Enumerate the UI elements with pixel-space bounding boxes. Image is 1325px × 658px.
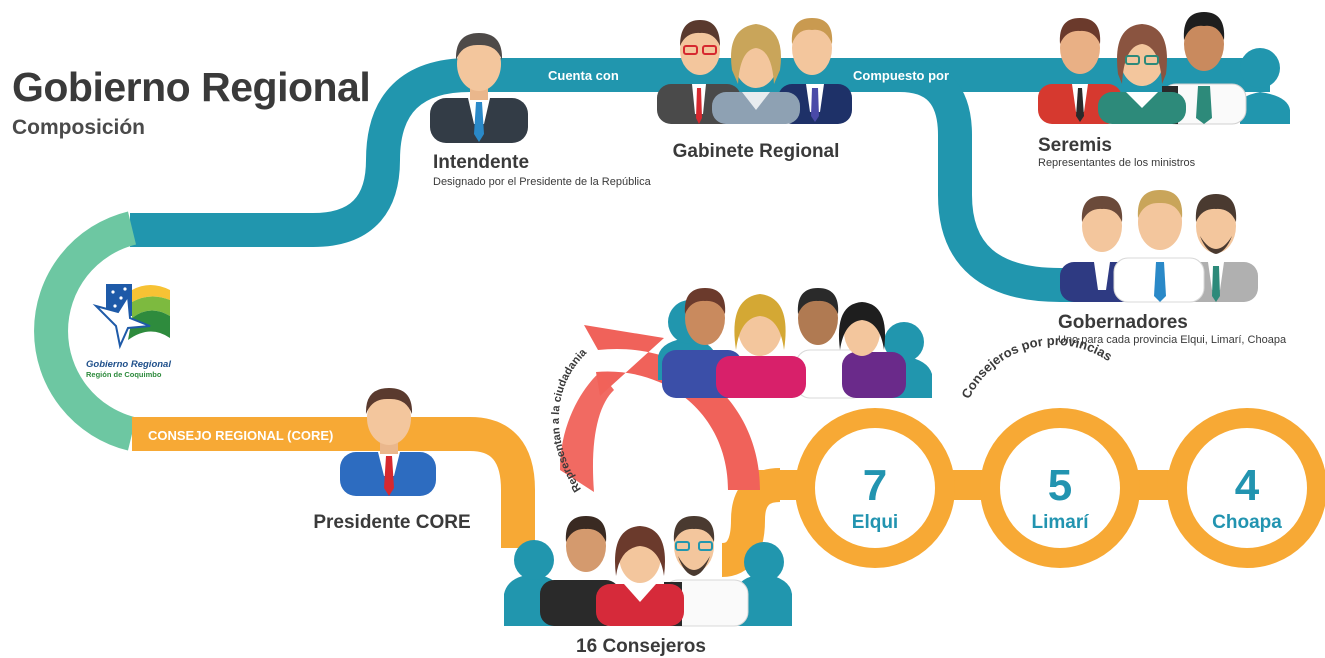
gabinete-icon bbox=[657, 18, 852, 124]
presidente-core-name: Presidente CORE bbox=[313, 512, 471, 533]
ciudadania-icon bbox=[658, 288, 932, 399]
logo-line2: Región de Coquimbo bbox=[86, 370, 162, 379]
path-orange-core bbox=[132, 417, 535, 548]
intendente-icon bbox=[430, 33, 528, 143]
label-compuesto-por: Compuesto por bbox=[853, 68, 949, 83]
intendente-desc: Designado por el Presidente de la Repúbl… bbox=[433, 176, 651, 188]
seremis-desc: Representantes de los ministros bbox=[1038, 157, 1196, 169]
elqui-name: Elqui bbox=[852, 512, 898, 533]
page-subtitle: Composición bbox=[12, 116, 146, 139]
ring-choapa bbox=[1167, 408, 1325, 568]
consejeros-name: 16 Consejeros bbox=[576, 636, 706, 657]
gobernadores-name: Gobernadores bbox=[1058, 312, 1188, 333]
path-teal-branch bbox=[899, 58, 1110, 302]
limari-name: Limarí bbox=[1031, 512, 1089, 533]
elqui-count: 7 bbox=[863, 461, 887, 510]
ring-limari bbox=[980, 408, 1140, 568]
label-consejo-regional: CONSEJO REGIONAL (CORE) bbox=[148, 428, 333, 443]
ring-elqui bbox=[795, 408, 955, 568]
path-teal-top bbox=[130, 58, 1270, 247]
label-cuenta-con: Cuenta con bbox=[548, 68, 619, 83]
gabinete-name: Gabinete Regional bbox=[672, 141, 840, 162]
gobernadores-icon bbox=[1060, 190, 1258, 303]
logo-line1: Gobierno Regional bbox=[86, 359, 171, 370]
presidente-icon bbox=[340, 388, 436, 496]
choapa-count: 4 bbox=[1235, 461, 1260, 510]
gobernadores-desc: Uno para cada provincia Elqui, Limarí, C… bbox=[1058, 334, 1287, 346]
limari-count: 5 bbox=[1048, 461, 1072, 510]
path-green-arc bbox=[34, 211, 137, 451]
arrow-left-body bbox=[560, 372, 614, 492]
arrow-representan bbox=[584, 325, 760, 490]
consejeros-icon bbox=[504, 516, 792, 627]
page-title: Gobierno Regional bbox=[12, 64, 371, 110]
intendente-name: Intendente bbox=[433, 152, 530, 173]
logo-icon bbox=[92, 284, 170, 350]
seremis-name: Seremis bbox=[1038, 135, 1112, 156]
seremis-icon bbox=[1038, 12, 1290, 125]
choapa-name: Choapa bbox=[1212, 512, 1282, 533]
